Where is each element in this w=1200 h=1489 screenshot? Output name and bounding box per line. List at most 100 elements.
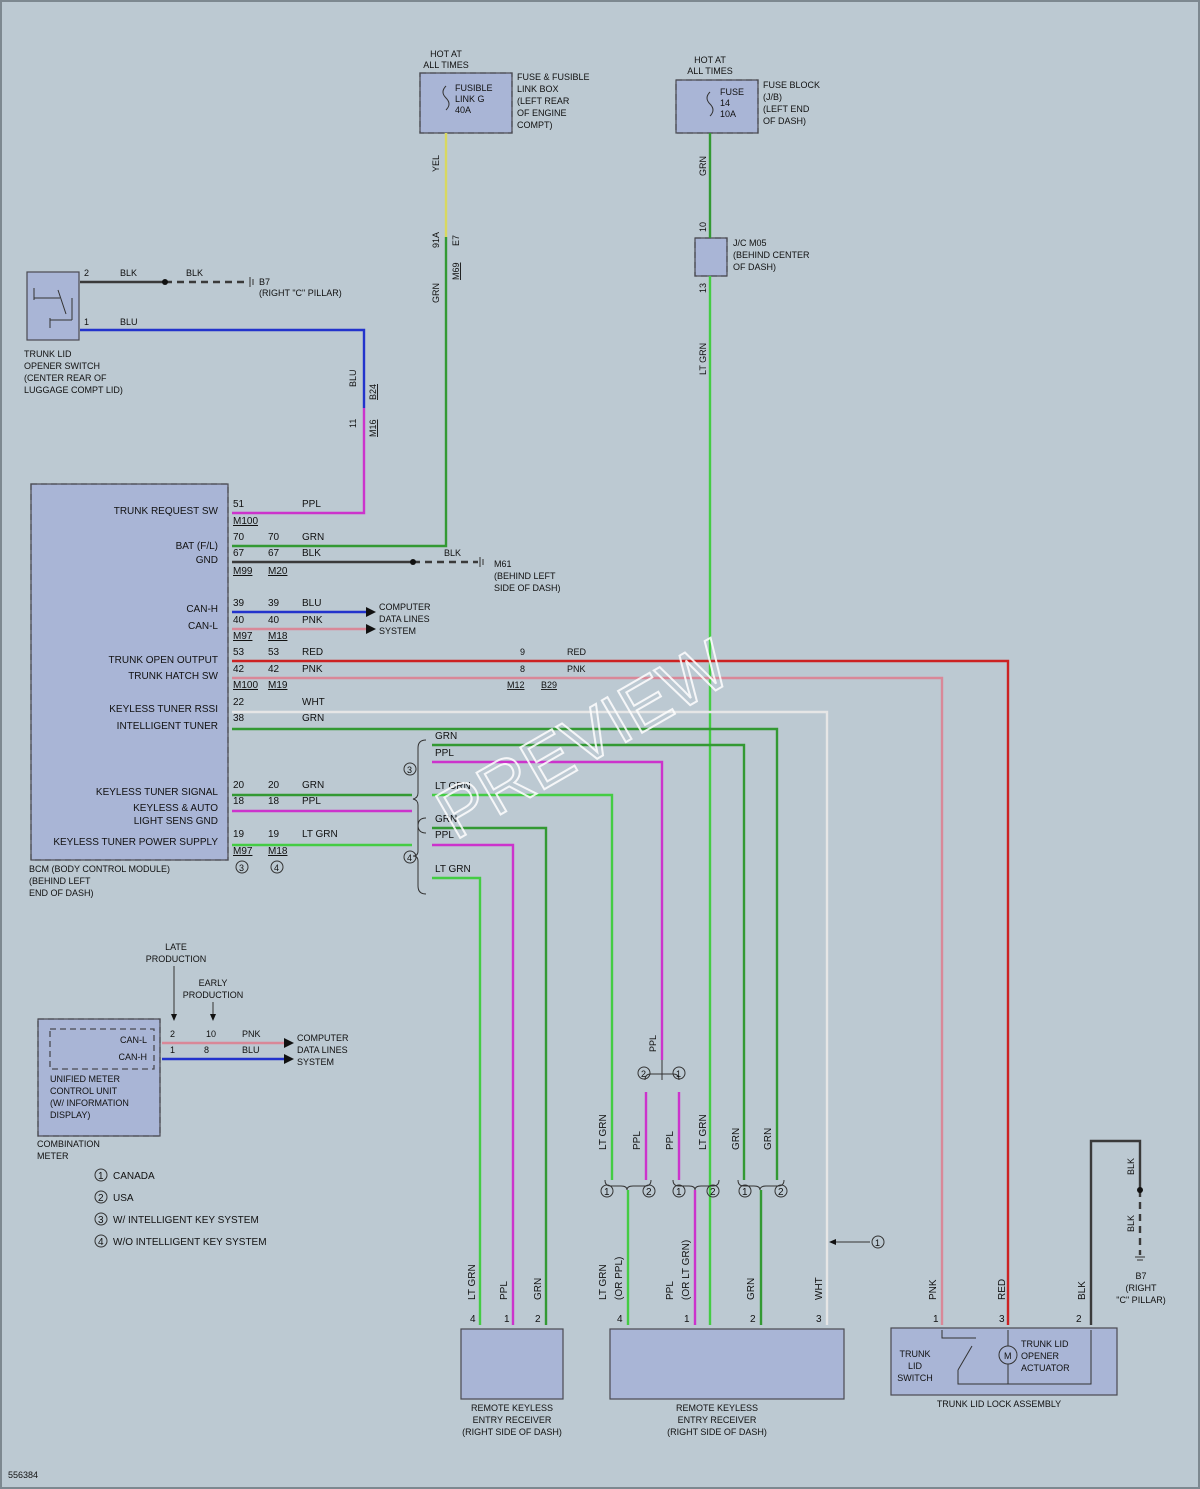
bcm-pin-rssi: KEYLESS TUNER RSSI	[109, 704, 218, 715]
svg-text:PNK: PNK	[242, 1029, 261, 1039]
svg-text:PNK: PNK	[302, 664, 323, 675]
svg-text:BLU: BLU	[302, 598, 321, 609]
bcm-pin-canl: CAN-L	[188, 621, 218, 632]
svg-text:PPL: PPL	[632, 1131, 643, 1150]
svg-text:40: 40	[233, 615, 245, 626]
ground-b7: B7	[259, 277, 270, 287]
svg-text:PPL: PPL	[435, 748, 454, 759]
svg-text:18: 18	[268, 796, 280, 807]
svg-text:3: 3	[816, 1314, 822, 1325]
svg-text:19: 19	[233, 829, 245, 840]
branch-note-3: 3	[407, 765, 412, 775]
bcm-pin-trunk-request: TRUNK REQUEST SW	[114, 506, 219, 517]
svg-text:M97: M97	[233, 846, 253, 857]
conn-b24: B24	[368, 384, 378, 400]
svg-text:2: 2	[646, 1187, 652, 1198]
svg-text:M18: M18	[268, 846, 288, 857]
conn-pin-8: 8	[520, 664, 525, 674]
svg-text:3: 3	[98, 1215, 104, 1226]
svg-text:LT GRN: LT GRN	[698, 1114, 709, 1150]
svg-text:RED: RED	[302, 647, 323, 658]
svg-text:2: 2	[1076, 1314, 1082, 1325]
svg-text:PPL: PPL	[302, 499, 321, 510]
svg-text:PPL: PPL	[499, 1281, 510, 1300]
bcm-pin-tuner-signal: KEYLESS TUNER SIGNAL	[96, 787, 219, 798]
svg-text:GRN: GRN	[435, 731, 457, 742]
trunk-lock-name: TRUNK LID LOCK ASSEMBLY	[937, 1399, 1061, 1409]
svg-text:LT GRN: LT GRN	[435, 864, 471, 875]
jc-m05	[694, 237, 728, 277]
svg-text:GRN: GRN	[302, 532, 324, 543]
pin-10: 10	[698, 222, 708, 232]
sw-pin-2: 2	[84, 268, 89, 278]
branch-labels: GRN PPL LT GRN GRN PPL LT GRN	[435, 731, 471, 875]
svg-text:LT GRN: LT GRN	[467, 1264, 478, 1300]
svg-text:10: 10	[206, 1029, 216, 1039]
svg-text:1: 1	[684, 1314, 690, 1325]
trunk-blk-mid: BLK	[1126, 1215, 1136, 1232]
svg-text:22: 22	[233, 697, 245, 708]
svg-text:8: 8	[204, 1045, 209, 1055]
svg-text:USA: USA	[113, 1193, 134, 1204]
svg-text:51: 51	[233, 499, 245, 510]
wire-label-grn-2: GRN	[698, 156, 708, 176]
svg-text:2: 2	[641, 1069, 646, 1079]
svg-text:CANADA: CANADA	[113, 1171, 155, 1182]
svg-text:PPL: PPL	[665, 1131, 676, 1150]
svg-text:M19: M19	[268, 680, 288, 691]
motor-icon	[998, 1345, 1018, 1365]
bcm-pin-bat: BAT (F/L)	[176, 541, 218, 552]
sw-wire-blk-1: BLK	[120, 268, 137, 278]
svg-text:1: 1	[98, 1171, 104, 1182]
branch-note-4: 4	[407, 853, 412, 863]
preview-watermark: PREVIEW	[424, 625, 743, 854]
bcm-pin-canh: CAN-H	[186, 604, 218, 615]
svg-text:M20: M20	[268, 566, 288, 577]
lower-group-notes: 1 2 1 2 1 2	[600, 1184, 788, 1198]
svg-text:GRN: GRN	[533, 1278, 544, 1300]
wire-label-grn: GRN	[431, 283, 441, 303]
arrow-note-1: 1	[875, 1238, 880, 1248]
svg-text:67: 67	[268, 548, 280, 559]
svg-text:WHT: WHT	[302, 697, 325, 708]
conn-m69: M69	[451, 262, 461, 280]
svg-text:19: 19	[268, 829, 280, 840]
ground-b7-loc: (RIGHT "C" PILLAR)	[259, 288, 342, 298]
svg-text:BLK: BLK	[302, 548, 321, 559]
bcm-note-4: 4	[274, 863, 279, 873]
fusible-symbol	[442, 85, 450, 111]
switch-symbol	[33, 288, 73, 328]
pin-91a: 91A	[431, 232, 441, 248]
svg-text:2: 2	[98, 1193, 104, 1204]
wire-red: RED	[567, 647, 587, 657]
svg-text:4: 4	[98, 1237, 104, 1248]
svg-text:LT GRN: LT GRN	[598, 1114, 609, 1150]
svg-text:53: 53	[268, 647, 280, 658]
rke1-wire-labels: LT GRN PPL GRN 4 1 2	[467, 1264, 544, 1325]
bcm-pin-keyless-auto: KEYLESS & AUTO	[133, 803, 218, 814]
wire-label-yel: YEL	[431, 155, 441, 172]
svg-text:1: 1	[676, 1069, 681, 1079]
m61-blk: BLK	[444, 548, 461, 558]
svg-text:PPL: PPL	[302, 796, 321, 807]
svg-text:LT GRN: LT GRN	[598, 1264, 609, 1300]
svg-text:LT GRN: LT GRN	[435, 781, 471, 792]
meter-can-h: CAN-H	[119, 1052, 148, 1062]
svg-text:PPL: PPL	[665, 1281, 676, 1300]
svg-text:4: 4	[470, 1314, 476, 1325]
svg-text:M100: M100	[233, 680, 258, 691]
conn-e7: E7	[451, 235, 461, 246]
svg-text:RED: RED	[997, 1279, 1008, 1300]
